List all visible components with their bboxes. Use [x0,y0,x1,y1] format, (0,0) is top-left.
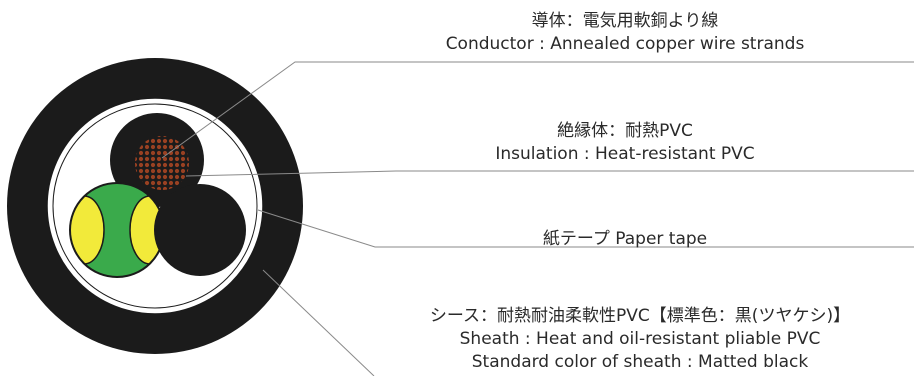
leader-line-sheath [262,269,375,376]
paper-tape-label: 紙テープ Paper tape [470,228,780,251]
sheath-label-jp: シース：耐熱耐油柔軟性PVC【標準色：黒(ツヤケシ)】 [429,306,851,326]
leader-line-conductor [161,61,914,159]
leader-line-insulation [185,170,914,177]
conductor-label-en: Conductor : Annealed copper wire strands [445,34,805,54]
sheath-label-en: Sheath : Heat and oil-resistant pliable … [459,329,821,349]
conductor-label-jp: 導体：電気用軟銅より線 [531,11,719,31]
paper-tape-label-text: 紙テープ Paper tape [542,229,708,249]
insulation-label: 絶縁体：耐熱PVC Insulation : Heat-resistant PV… [400,120,850,166]
sheath-label: シース：耐熱耐油柔軟性PVC【標準色：黒(ツヤケシ)】 Sheath : Hea… [340,305,914,374]
insulated-core-right [154,184,246,276]
insulation-label-jp: 絶縁体：耐熱PVC [557,121,693,141]
insulation-label-en: Insulation : Heat-resistant PVC [495,144,755,164]
copper-conductor [135,136,189,190]
paper-tape-inner-line [52,103,258,309]
leader-line-paper-tape [257,209,914,248]
conductor-label: 導体：電気用軟銅より線 Conductor : Annealed copper … [380,10,870,56]
sheath-label-en2: Standard color of sheath : Matted black [471,352,809,372]
